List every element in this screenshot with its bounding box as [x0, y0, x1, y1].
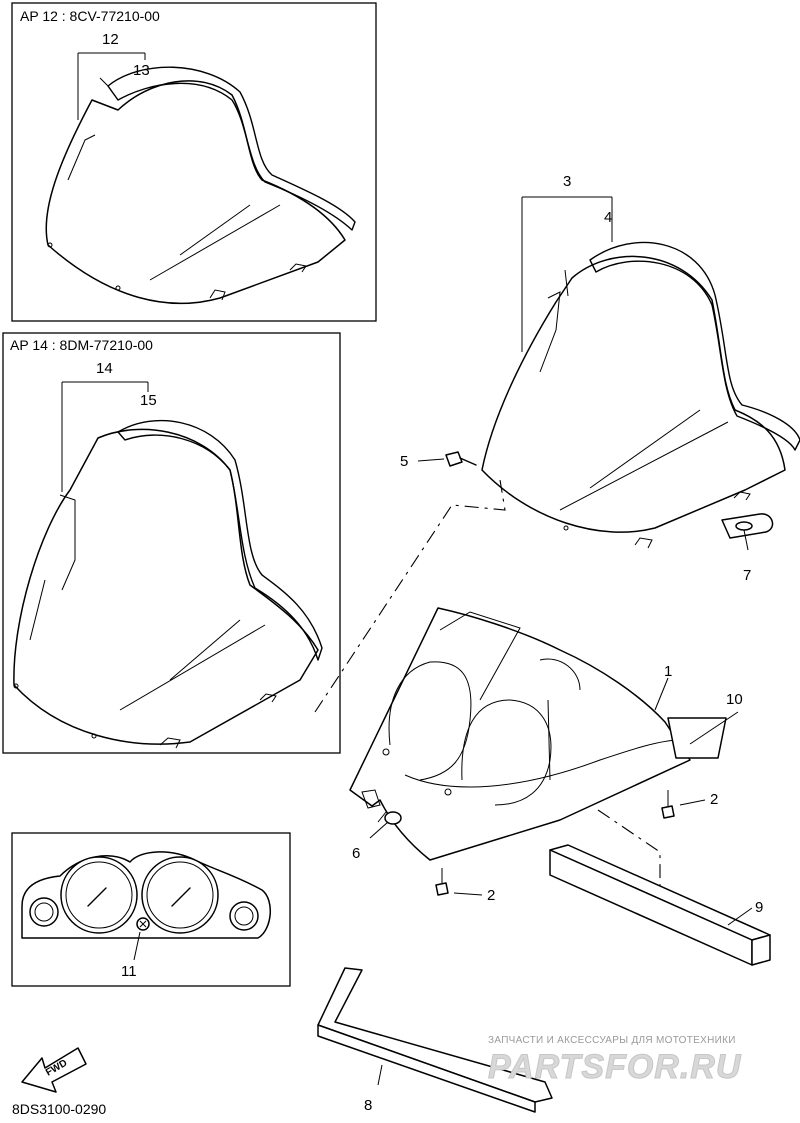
callout-8: 8 [364, 1097, 372, 1114]
variant-box-ap12: AP 12 : 8CV-77210-00 12 13 [11, 2, 377, 322]
grommet-7: 7 [721, 513, 774, 584]
windshield-trim-4 [589, 241, 800, 451]
tape-10: 10 [667, 691, 743, 759]
callout-11: 11 [121, 963, 137, 980]
watermark-tagline: ЗАПЧАСТИ И АКСЕССУАРЫ ДЛЯ МОТОТЕХНИКИ [488, 1035, 736, 1046]
windshield-assembly-3: 3 4 [481, 173, 800, 549]
callout-2-lower: 2 [487, 887, 495, 904]
diagram-code: 8DS3100-0290 [12, 1101, 106, 1117]
watermark-brand: PARTSFOR.RU [488, 1048, 742, 1086]
callout-6: 6 [352, 845, 360, 862]
variant-ap14-label: AP 14 : 8DM-77210-00 [10, 337, 153, 353]
screw-2-upper: 2 [661, 790, 718, 819]
callout-9: 9 [755, 899, 763, 916]
watermark: ЗАПЧАСТИ И АКСЕССУАРЫ ДЛЯ МОТОТЕХНИКИ PA… [488, 1035, 742, 1087]
callout-15: 15 [140, 392, 157, 409]
windshield-3 [481, 255, 786, 533]
meter-cover-1: 1 [349, 607, 691, 861]
screw-5: 5 [400, 451, 477, 470]
meter-panel-box: 11 [11, 832, 291, 987]
seal-8: 8 [317, 967, 553, 1114]
windshield-trim-13 [107, 66, 356, 231]
foam-block-9: 9 [549, 844, 771, 966]
windshield-14 [13, 428, 319, 745]
variant-box-ap14: AP 14 : 8DM-77210-00 14 15 [2, 332, 341, 754]
callout-5: 5 [400, 453, 408, 470]
callout-12: 12 [102, 31, 119, 48]
windshield-trim-15 [117, 420, 323, 661]
callout-10: 10 [726, 691, 743, 708]
leader-line-upper [314, 479, 506, 713]
callout-7: 7 [743, 567, 751, 584]
fwd-direction-arrow: FWD [21, 1047, 87, 1093]
callout-14: 14 [96, 360, 113, 377]
variant-ap12-label: AP 12 : 8CV-77210-00 [20, 8, 160, 24]
callout-3: 3 [563, 173, 571, 190]
callout-13: 13 [133, 62, 150, 79]
bolt-6: 6 [352, 811, 402, 862]
screw-2-lower: 2 [435, 868, 495, 904]
callout-4: 4 [604, 209, 612, 226]
callout-2-upper: 2 [710, 791, 718, 808]
callout-1: 1 [664, 663, 672, 680]
